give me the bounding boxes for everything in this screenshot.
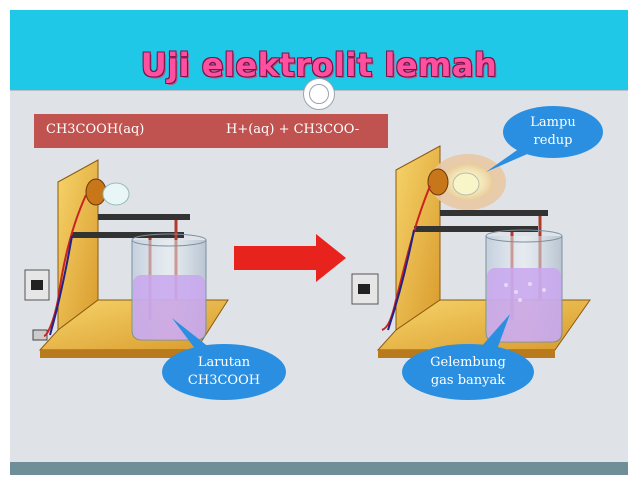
right-apparatus (351, 145, 591, 358)
gas-bubbles-icon (504, 282, 546, 302)
title-banner (10, 10, 628, 90)
callout-bubbles-line-2: gas banyak (430, 373, 506, 388)
equation-box: CH3COOH(aq) H+(aq) + CH3COO- (34, 114, 388, 148)
callout-lamp-line-1: Lampu (530, 115, 576, 130)
bottom-bar (10, 462, 628, 475)
callout-solution-line-1: Larutan (197, 355, 251, 370)
arrow-right-icon (234, 234, 346, 282)
callout-bubbles-line-1: Gelembung (430, 355, 506, 370)
callout-solution-line-2: CH3COOH (187, 373, 261, 388)
callout-lamp: Lampu redup (503, 114, 603, 150)
left-apparatus (24, 159, 229, 358)
callout-shapes (162, 106, 603, 400)
callout-bubbles: Gelembung gas banyak (404, 354, 532, 390)
callout-solution: Larutan CH3COOH (164, 354, 284, 390)
divider-ring-icon (303, 78, 335, 110)
lamp-off-icon (102, 182, 130, 206)
callout-lamp-line-2: redup (533, 133, 573, 148)
equation-products: H+(aq) + CH3COO- (226, 122, 360, 137)
equation-reactant: CH3COOH(aq) (46, 122, 145, 137)
slide-title: Uji elektrolit lemah (140, 46, 498, 84)
